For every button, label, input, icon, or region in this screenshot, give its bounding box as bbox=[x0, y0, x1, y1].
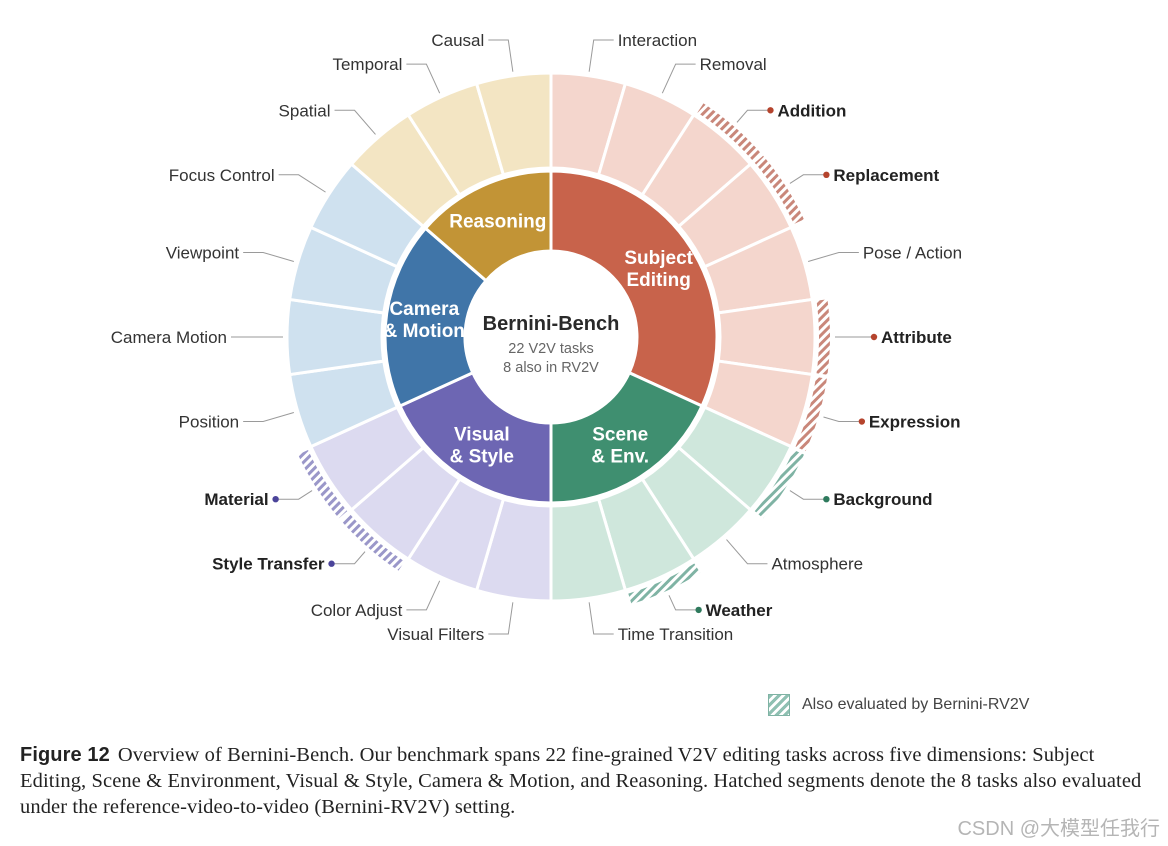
rv2v-dot-weather bbox=[695, 606, 702, 614]
leader-line-pose-action bbox=[808, 251, 859, 262]
task-label-attribute: Attribute bbox=[881, 328, 952, 347]
leader-line-atmosphere bbox=[726, 539, 768, 565]
task-segment-causal bbox=[474, 71, 553, 177]
task-label-viewpoint: Viewpoint bbox=[166, 243, 240, 262]
task-label-weather: Weather bbox=[706, 601, 773, 620]
task-label-addition: Addition bbox=[777, 101, 846, 120]
dimension-label-scene: Scene bbox=[592, 425, 648, 446]
leader-line-temporal bbox=[406, 63, 441, 94]
leader-line-replacement bbox=[789, 174, 824, 184]
leader-line-color-adjust bbox=[406, 580, 441, 611]
leader-line-weather bbox=[668, 595, 696, 611]
rv2v-hatch-background bbox=[754, 450, 804, 519]
rv2v-hatch-replacement bbox=[754, 155, 804, 224]
rv2v-hatch-weather bbox=[628, 563, 701, 605]
rv2v-hatch-material bbox=[298, 450, 348, 519]
dimension-label-camera: & Motion bbox=[384, 321, 465, 342]
rv2v-hatch-addition bbox=[697, 103, 761, 161]
center-line2: 8 also in RV2V bbox=[503, 360, 599, 376]
rv2v-dot-background bbox=[823, 495, 830, 503]
task-label-focus-control: Focus Control bbox=[169, 166, 275, 185]
center-hub: Bernini-Bench 22 V2V tasks 8 also in RV2… bbox=[465, 251, 637, 423]
leader-line-focus-control bbox=[278, 174, 326, 193]
task-label-position: Position bbox=[179, 413, 239, 432]
rv2v-dot-material bbox=[272, 495, 279, 503]
legend-label: Also evaluated by Bernini-RV2V bbox=[802, 696, 1030, 713]
leader-line-expression bbox=[823, 416, 859, 423]
rv2v-hatch-expression bbox=[795, 376, 827, 452]
caption-label: Figure 12 bbox=[20, 744, 110, 766]
task-label-time-transition: Time Transition bbox=[618, 625, 734, 644]
leader-line-background bbox=[789, 490, 824, 500]
task-label-interaction: Interaction bbox=[618, 31, 697, 50]
dimension-label-subject: Subject bbox=[624, 248, 693, 269]
dimension-label-scene: & Env. bbox=[591, 447, 649, 468]
dimension-label-camera: Camera bbox=[389, 299, 459, 320]
task-label-replacement: Replacement bbox=[833, 166, 939, 185]
rv2v-hatch-style-transfer bbox=[341, 513, 405, 571]
task-label-material: Material bbox=[204, 490, 268, 509]
label-leaders: InteractionRemovalAdditionReplacementPos… bbox=[111, 31, 962, 644]
task-label-pose-action: Pose / Action bbox=[863, 243, 962, 262]
leader-line-position bbox=[243, 412, 294, 423]
task-label-expression: Expression bbox=[869, 413, 961, 432]
rv2v-dot-replacement bbox=[823, 171, 830, 179]
rv2v-dot-expression bbox=[858, 418, 866, 425]
task-label-atmosphere: Atmosphere bbox=[771, 555, 863, 574]
task-label-removal: Removal bbox=[700, 55, 767, 74]
task-label-camera-motion: Camera Motion bbox=[111, 328, 227, 347]
rv2v-dot-addition bbox=[767, 107, 774, 114]
task-label-visual-filters: Visual Filters bbox=[387, 625, 484, 644]
rv2v-dot-style-transfer bbox=[328, 560, 335, 567]
leader-line-spatial bbox=[334, 109, 376, 135]
task-label-temporal: Temporal bbox=[332, 55, 402, 74]
leader-line-interaction bbox=[588, 39, 614, 72]
leader-line-removal bbox=[661, 63, 696, 94]
center-title: Bernini-Bench bbox=[483, 313, 620, 335]
leader-line-time-transition bbox=[588, 602, 614, 635]
rv2v-hatch-attribute bbox=[816, 299, 830, 375]
task-ring bbox=[285, 71, 817, 603]
leader-line-material bbox=[278, 490, 313, 500]
leader-line-causal bbox=[488, 39, 514, 72]
caption-text: Overview of Bernini-Bench. Our benchmark… bbox=[20, 744, 1142, 818]
dimension-label-reasoning: Reasoning bbox=[449, 212, 546, 233]
leader-line-viewpoint bbox=[243, 251, 294, 262]
dimension-label-subject: Editing bbox=[626, 270, 690, 291]
center-line1: 22 V2V tasks bbox=[508, 341, 593, 357]
leader-line-addition bbox=[736, 109, 768, 123]
task-label-spatial: Spatial bbox=[279, 101, 331, 120]
task-label-color-adjust: Color Adjust bbox=[311, 601, 403, 620]
dimension-label-visual: Visual bbox=[454, 425, 510, 446]
watermark: CSDN @大模型任我行 bbox=[957, 818, 1160, 840]
legend: Also evaluated by Bernini-RV2V bbox=[768, 692, 1029, 718]
task-label-causal: Causal bbox=[431, 31, 484, 50]
hatch-swatch bbox=[768, 694, 790, 716]
rv2v-dot-attribute bbox=[870, 333, 878, 341]
leader-line-style-transfer bbox=[334, 551, 366, 565]
task-label-style-transfer: Style Transfer bbox=[212, 555, 325, 574]
rv2v-hatch-arcs bbox=[298, 103, 830, 605]
task-label-background: Background bbox=[833, 490, 932, 509]
dimension-label-visual: & Style bbox=[450, 447, 514, 468]
leader-line-visual-filters bbox=[488, 602, 514, 635]
